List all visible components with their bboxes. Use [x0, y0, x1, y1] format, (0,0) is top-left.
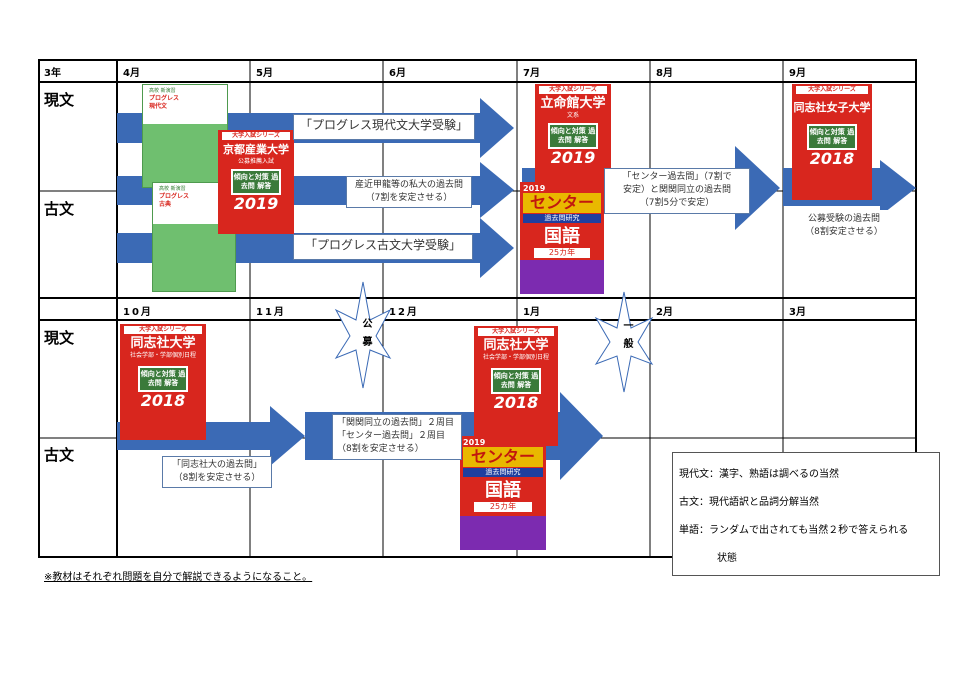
star-kobo [334, 281, 392, 389]
book-subtitle: 現代文 [149, 103, 168, 110]
book-year: 2018 [140, 391, 186, 410]
book-series: 高校 新演習 [159, 186, 186, 192]
book-series: 大学入試シリーズ [796, 86, 868, 94]
book-year: 2019 [523, 184, 546, 193]
legend-line-2: 古文：現代語訳と品詞分解当然 [679, 497, 819, 508]
callout-sankin: 産近甲龍等の私大の過去問 （7割を安定させる） [346, 176, 472, 208]
book-doshisha-2: 大学入試シリーズ 同志社大学 社会学部・学部個別日程 傾向と対策 過去問 解答 … [474, 326, 558, 446]
book-band [520, 260, 604, 294]
callout-center-kankan: 「センター過去問」（7割で 安定）と関関同立の過去問 （7割5分で安定） [604, 168, 750, 214]
book-series: 大学入試シリーズ [222, 132, 290, 140]
book-badge: 傾向と対策 過去問 解答 [807, 124, 857, 150]
book-center-2: 2019 センター 過去問研究 国語 25カ年 [460, 436, 546, 550]
legend-box: 現代文：漢字、熟語は調べるの当然 古文：現代語訳と品詞分解当然 単語：ランダムで… [672, 452, 940, 576]
subject-kobun-bottom: 古文 [44, 446, 75, 464]
book-series: 大学入試シリーズ [124, 326, 202, 334]
book-kyoto-sangyo: 大学入試シリーズ 京都産業大学 公募推薦入試 傾向と対策 過去問 解答 2019 [218, 130, 294, 234]
book-series: 大学入試シリーズ [539, 86, 607, 94]
header-july: 7月 [523, 68, 540, 79]
book-ritsumeikan: 大学入試シリーズ 立命館大学 文系 傾向と対策 過去問 解答 2019 [535, 84, 611, 188]
book-title: 京都産業大学 [223, 143, 289, 156]
book-year: 2018 [493, 393, 539, 412]
book-title: 同志社女子大学 [793, 101, 871, 114]
callout-progress-gendai: 「プログレス現代文大学受験」 [293, 114, 475, 140]
book-sub: 社会学部・学部個別日程 [129, 352, 196, 359]
book-title: センター [463, 447, 543, 467]
book-subject: 国語 [485, 480, 521, 501]
book-badge: 傾向と対策 過去問 解答 [138, 366, 188, 392]
header-september: 9月 [789, 68, 806, 79]
callout-kankan-2: 「関関同立の過去問」２周目 「センター過去問」２周目 （8割を安定させる） [332, 414, 462, 460]
book-edition: 25カ年 [474, 502, 532, 512]
book-badge: 傾向と対策 過去問 解答 [231, 169, 281, 195]
book-sub: 文系 [566, 112, 579, 119]
book-subject: 国語 [544, 226, 580, 247]
book-title: センター [523, 193, 601, 213]
book-sub: 社会学部・学部個別日程 [482, 354, 549, 361]
subject-gendai-bottom: 現文 [44, 329, 75, 347]
header-year: 3年 [44, 68, 61, 79]
subject-gendai-top: 現文 [44, 91, 75, 109]
legend-line-4: 状態 [717, 553, 737, 564]
book-badge: 傾向と対策 過去問 解答 [491, 368, 541, 394]
header-may: 5月 [256, 68, 273, 79]
book-badge: 傾向と対策 過去問 解答 [548, 123, 598, 149]
book-center-1: 2019 センター 過去問研究 国語 25カ年 [520, 182, 604, 294]
book-band [460, 515, 546, 550]
book-year: 2019 [463, 438, 486, 447]
callout-kobo: 公募受験の過去問 （8割安定させる） [798, 210, 890, 242]
arrow-doshisha [117, 406, 305, 466]
callout-progress-kobun: 「プログレス古文大学受験」 [293, 234, 473, 260]
book-doshisha-1: 大学入試シリーズ 同志社大学 社会学部・学部個別日程 傾向と対策 過去問 解答 … [120, 324, 206, 440]
book-doshisha-joshi: 大学入試シリーズ 同志社女子大学 傾向と対策 過去問 解答 2018 [792, 84, 872, 200]
book-sub: 公募推薦入試 [237, 158, 274, 165]
header-december: 12月 [389, 307, 419, 318]
book-series: 高校 新演習 [149, 88, 176, 94]
book-title: プログレス [149, 95, 180, 102]
book-kenkyu: 過去問研究 [523, 214, 601, 223]
book-year: 2018 [809, 149, 855, 168]
star-ippan [594, 291, 654, 393]
book-title: 同志社大学 [483, 338, 549, 353]
book-title: プログレス [159, 193, 190, 200]
header-november: 11月 [256, 307, 286, 318]
book-edition: 25カ年 [534, 248, 590, 258]
header-april: 4月 [123, 68, 140, 79]
star-ippan-label: 一般 [621, 320, 632, 356]
callout-doshisha: 「同志社大の過去問」 （8割を安定させる） [162, 456, 272, 488]
book-year: 2019 [233, 194, 279, 213]
legend-line-3: 単語：ランダムで出されても当然２秒で答えられる [679, 525, 909, 536]
book-title: 同志社大学 [130, 336, 196, 351]
star-kobo-label: 公募 [360, 318, 371, 354]
header-august: 8月 [656, 68, 673, 79]
book-series: 大学入試シリーズ [478, 328, 554, 336]
subject-kobun-top: 古文 [44, 200, 75, 218]
book-progress-gendai: 高校 新演習 プログレス 現代文 [142, 84, 228, 188]
header-january: 1月 [523, 307, 540, 318]
legend-line-1: 現代文：漢字、熟語は調べるの当然 [679, 469, 839, 480]
header-february: 2月 [656, 307, 673, 318]
book-year: 2019 [550, 148, 596, 167]
header-march: 3月 [789, 307, 806, 318]
book-title: 立命館大学 [540, 96, 606, 111]
book-kenkyu: 過去問研究 [463, 468, 543, 477]
header-june: 6月 [389, 68, 406, 79]
header-october: 10月 [123, 307, 153, 318]
book-subtitle: 古典 [159, 201, 172, 208]
footnote: ※教材はそれぞれ問題を自分で解説できるようになること。 [44, 572, 313, 583]
